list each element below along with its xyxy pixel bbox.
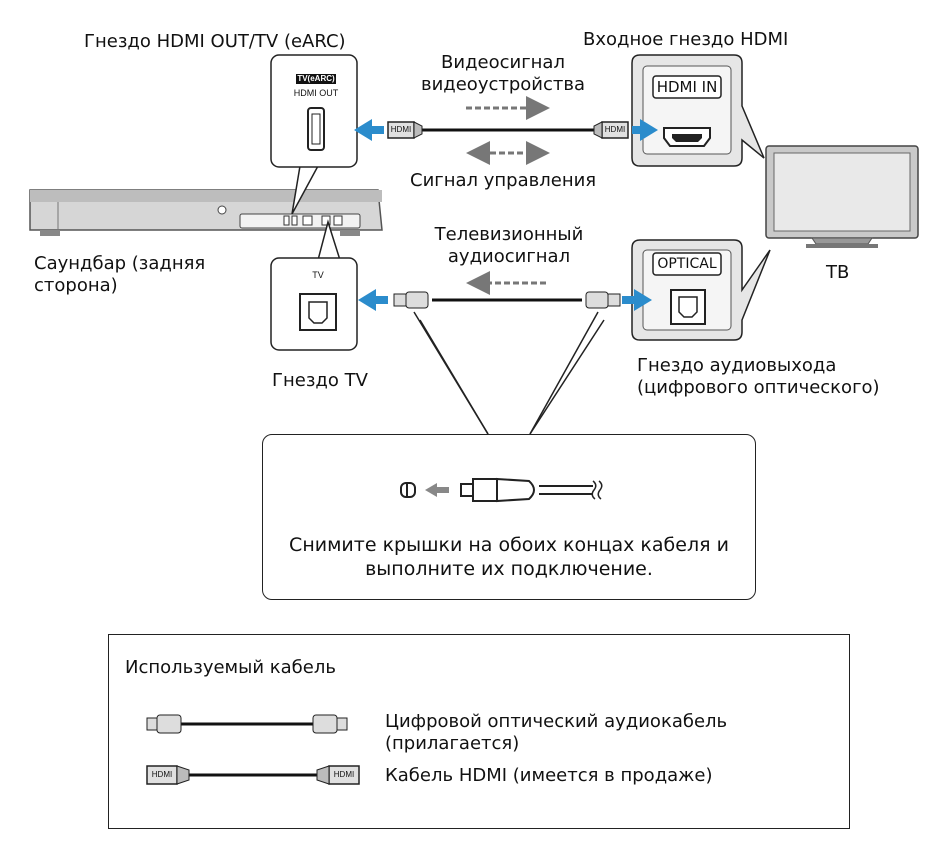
label-tv-jack: Гнездо TV — [272, 370, 368, 391]
legend-optical-cable-label: Цифровой оптический аудиокабель (прилага… — [385, 711, 728, 754]
legend-plug-label-right: HDMI — [333, 770, 355, 779]
label-soundbar-rear: Саундбар (задняя сторона) — [34, 253, 206, 296]
label-hdmi-out-jack: Гнездо HDMI OUT/TV (eARC) — [84, 31, 346, 52]
port-label-tv: TV — [312, 270, 324, 280]
optical-cable — [393, 291, 621, 309]
port-label-hdmi-in: HDMI IN — [656, 78, 718, 96]
optical-out-port-icon — [670, 289, 706, 325]
legend-hdmi-cable-label: Кабель HDMI (имеется в продаже) — [385, 765, 713, 786]
note-box: Снимите крышки на обоих концах кабеля и … — [262, 434, 756, 600]
optical-panel — [631, 239, 771, 341]
hdmi-cable-icon — [146, 765, 360, 785]
hdmi-cable — [387, 121, 629, 139]
port-label-optical: OPTICAL — [657, 256, 717, 272]
label-hdmi-in-jack: Входное гнездо HDMI — [583, 29, 789, 50]
cap-removal-illustration — [400, 477, 603, 503]
label-control-signal: Сигнал управления — [410, 170, 597, 191]
label-tv-audio-signal: Телевизионный аудиосигнал — [434, 224, 584, 267]
legend-icons — [146, 714, 360, 785]
label-video-signal: Видеосигнал видеоустройства — [420, 52, 586, 95]
plug-label-hdmi-left: HDMI — [390, 125, 412, 134]
legend-title: Используемый кабель — [125, 657, 336, 678]
port-label-tv-earc: TV(eARC) — [297, 74, 335, 83]
port-label-hdmi-out: HDMI OUT — [293, 88, 339, 98]
label-audio-out-jack: Гнездо аудиовыхода (цифрового оптическог… — [637, 355, 880, 398]
optical-cable-icon — [146, 714, 348, 734]
cable-legend: Используемый кабель HDMI HDMI Цифровой о… — [108, 634, 850, 829]
hdmi-in-panel — [631, 54, 765, 167]
legend-plug-label-left: HDMI — [151, 770, 173, 779]
note-text: Снимите крышки на обоих концах кабеля и … — [289, 534, 729, 580]
label-tv: ТВ — [826, 262, 850, 283]
tv-icon — [765, 145, 919, 248]
plug-label-hdmi-right: HDMI — [604, 125, 626, 134]
